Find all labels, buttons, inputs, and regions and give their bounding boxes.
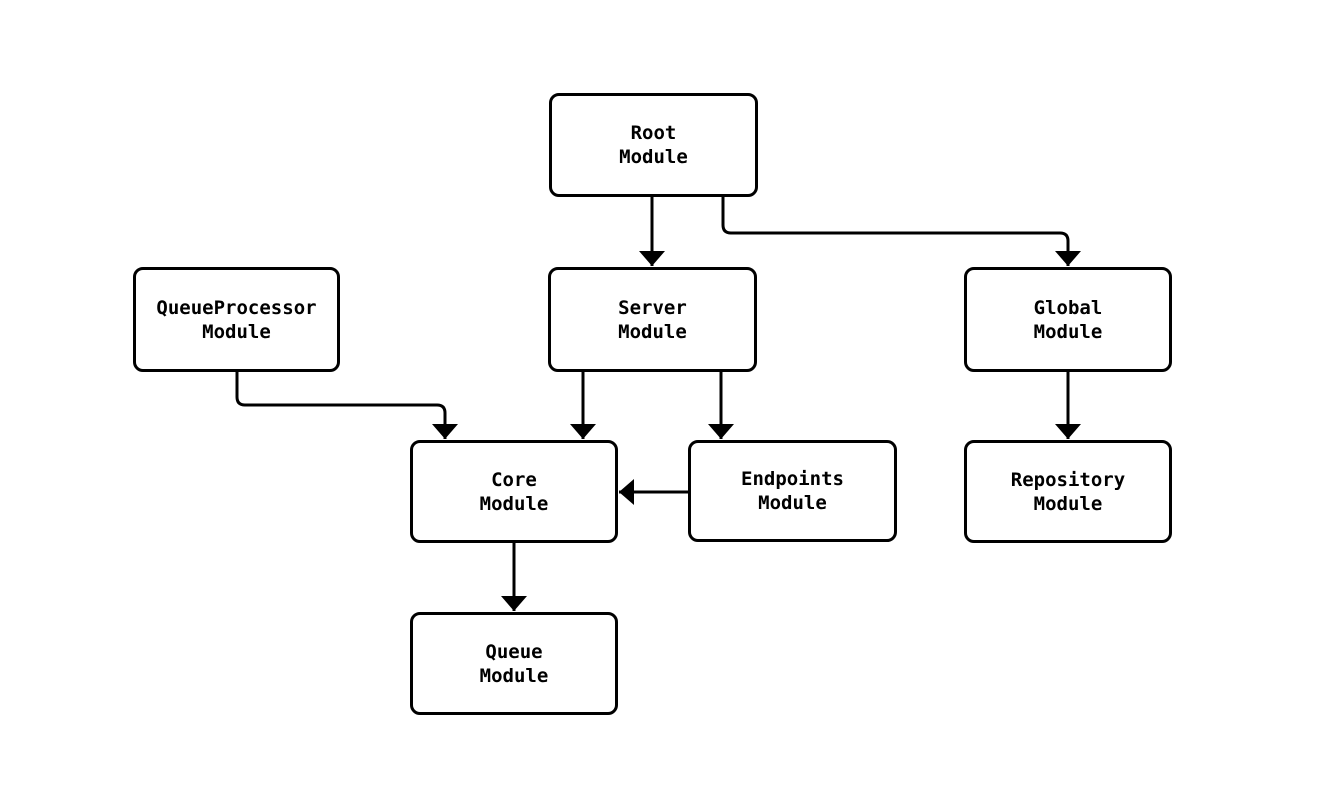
node-endpoints-module-label: Endpoints Module [741, 468, 844, 514]
node-global-module: Global Module [964, 267, 1172, 372]
node-endpoints-module: Endpoints Module [688, 440, 897, 542]
edge-queueprocessor-to-core [235, 372, 458, 439]
node-root-module-label: Root Module [619, 122, 688, 168]
node-queueprocessor-module: QueueProcessor Module [133, 267, 340, 372]
edge-root-to-global [721, 197, 1081, 266]
node-core-module-label: Core Module [479, 468, 549, 515]
node-repository-module: Repository Module [964, 440, 1172, 543]
node-core-module: Core Module [410, 440, 618, 543]
node-server-module-label: Server Module [618, 296, 687, 343]
node-repository-module-label: Repository Module [1010, 468, 1126, 515]
node-queue-module: Queue Module [410, 612, 618, 715]
node-global-module-label: Global Module [1033, 296, 1103, 343]
node-server-module: Server Module [548, 267, 757, 372]
node-queue-module-label: Queue Module [479, 640, 549, 687]
node-root-module: Root Module [549, 93, 758, 197]
node-queueprocessor-module-label: QueueProcessor Module [156, 296, 317, 343]
